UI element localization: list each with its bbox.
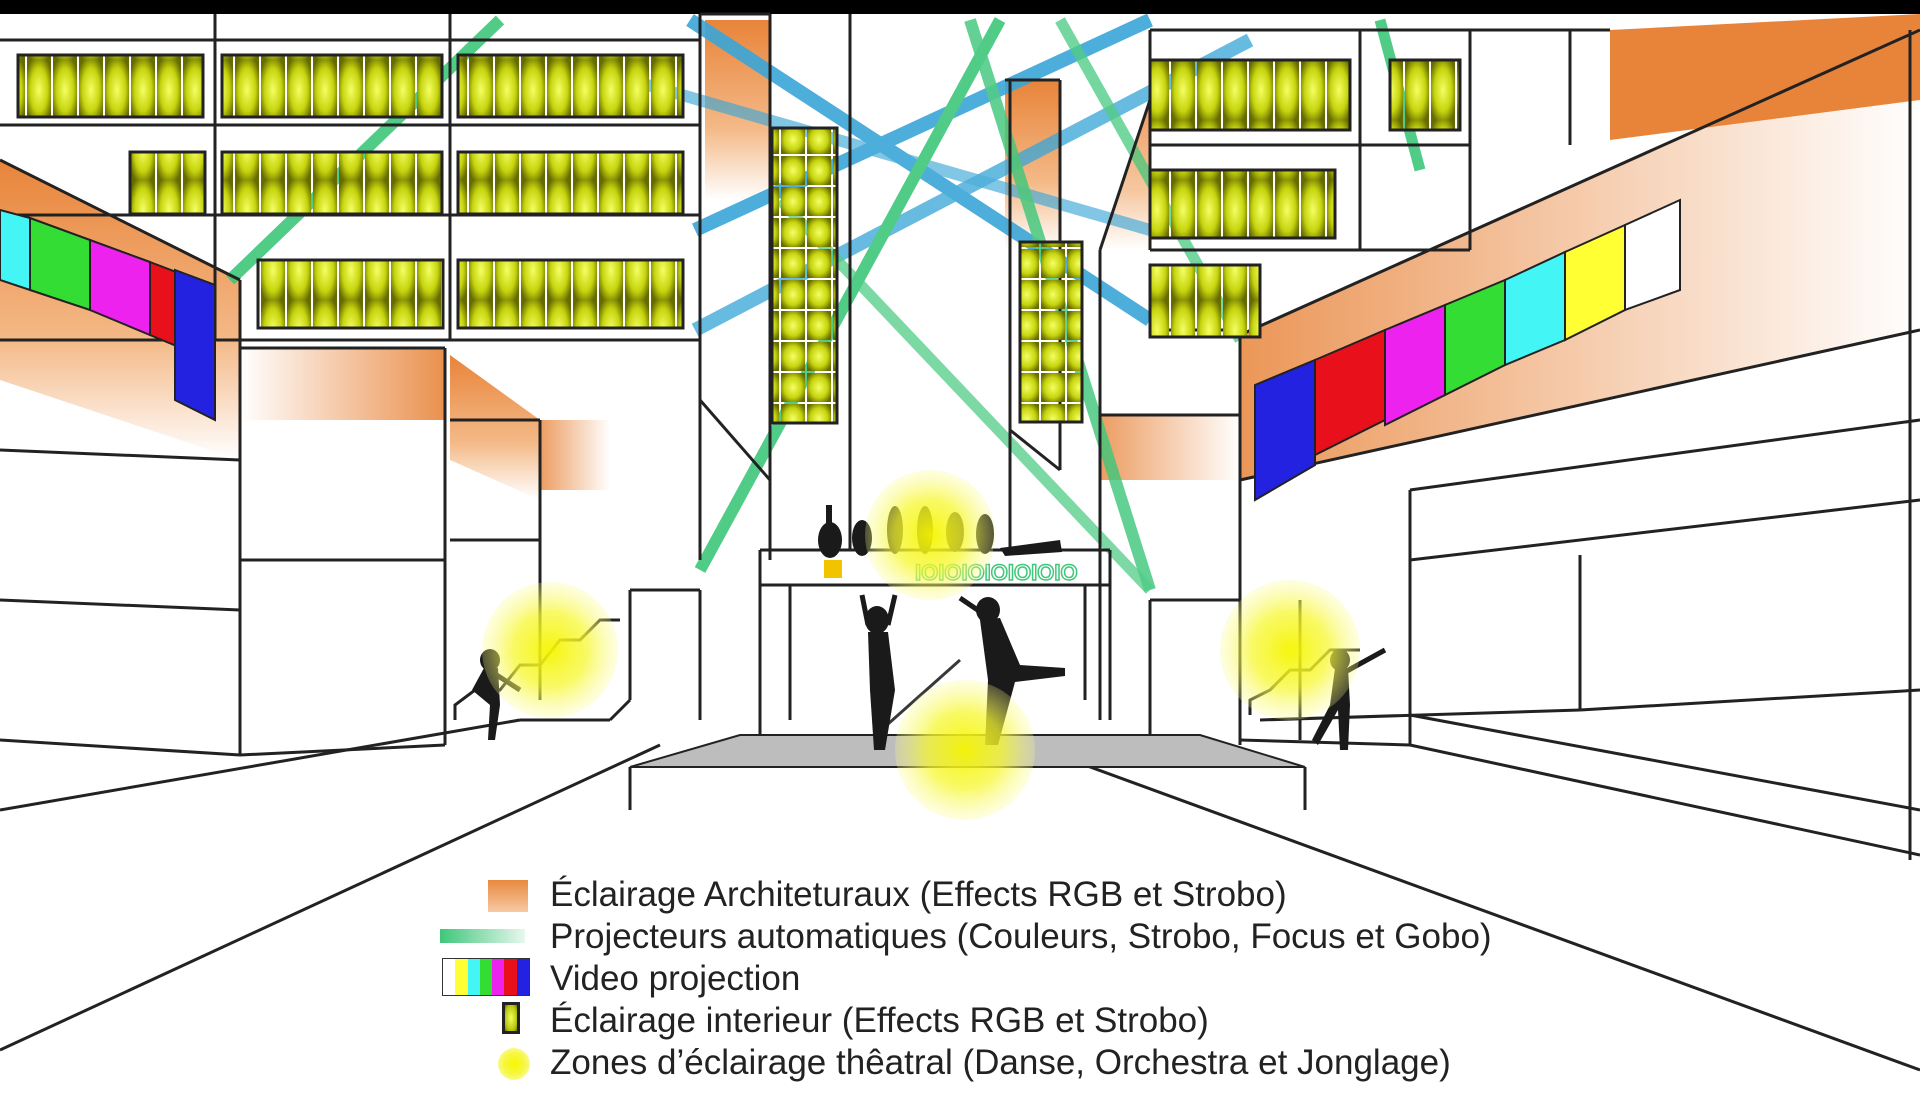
video-projection-banner-left xyxy=(0,208,216,422)
video-projection-swatch-icon xyxy=(440,958,530,1000)
top-black-bar xyxy=(0,0,1920,14)
theatrical-zones xyxy=(482,470,1360,820)
legend-label: Zones d’éclairage thêatral (Danse, Orche… xyxy=(550,1043,1451,1082)
video-projection-banner-right xyxy=(1254,198,1681,502)
legend-label: Éclairage interieur (Effects RGB et Stro… xyxy=(550,1001,1209,1040)
legend-label: Projecteurs automatiques (Couleurs, Stro… xyxy=(550,917,1492,956)
interior-lighting-swatch-icon xyxy=(440,1000,530,1042)
legend-label: Éclairage Architeturaux (Effects RGB et … xyxy=(550,875,1287,914)
legend-label: Video projection xyxy=(550,959,801,998)
stage-banner-logo xyxy=(824,560,842,578)
interior-lighting-windows xyxy=(16,53,1462,425)
architectural-lighting-swatch-icon xyxy=(440,874,530,916)
building-outlines xyxy=(0,12,1920,1072)
theatrical-zone-swatch-icon xyxy=(440,1042,530,1084)
automatic-projector-swatch-icon xyxy=(440,916,530,958)
